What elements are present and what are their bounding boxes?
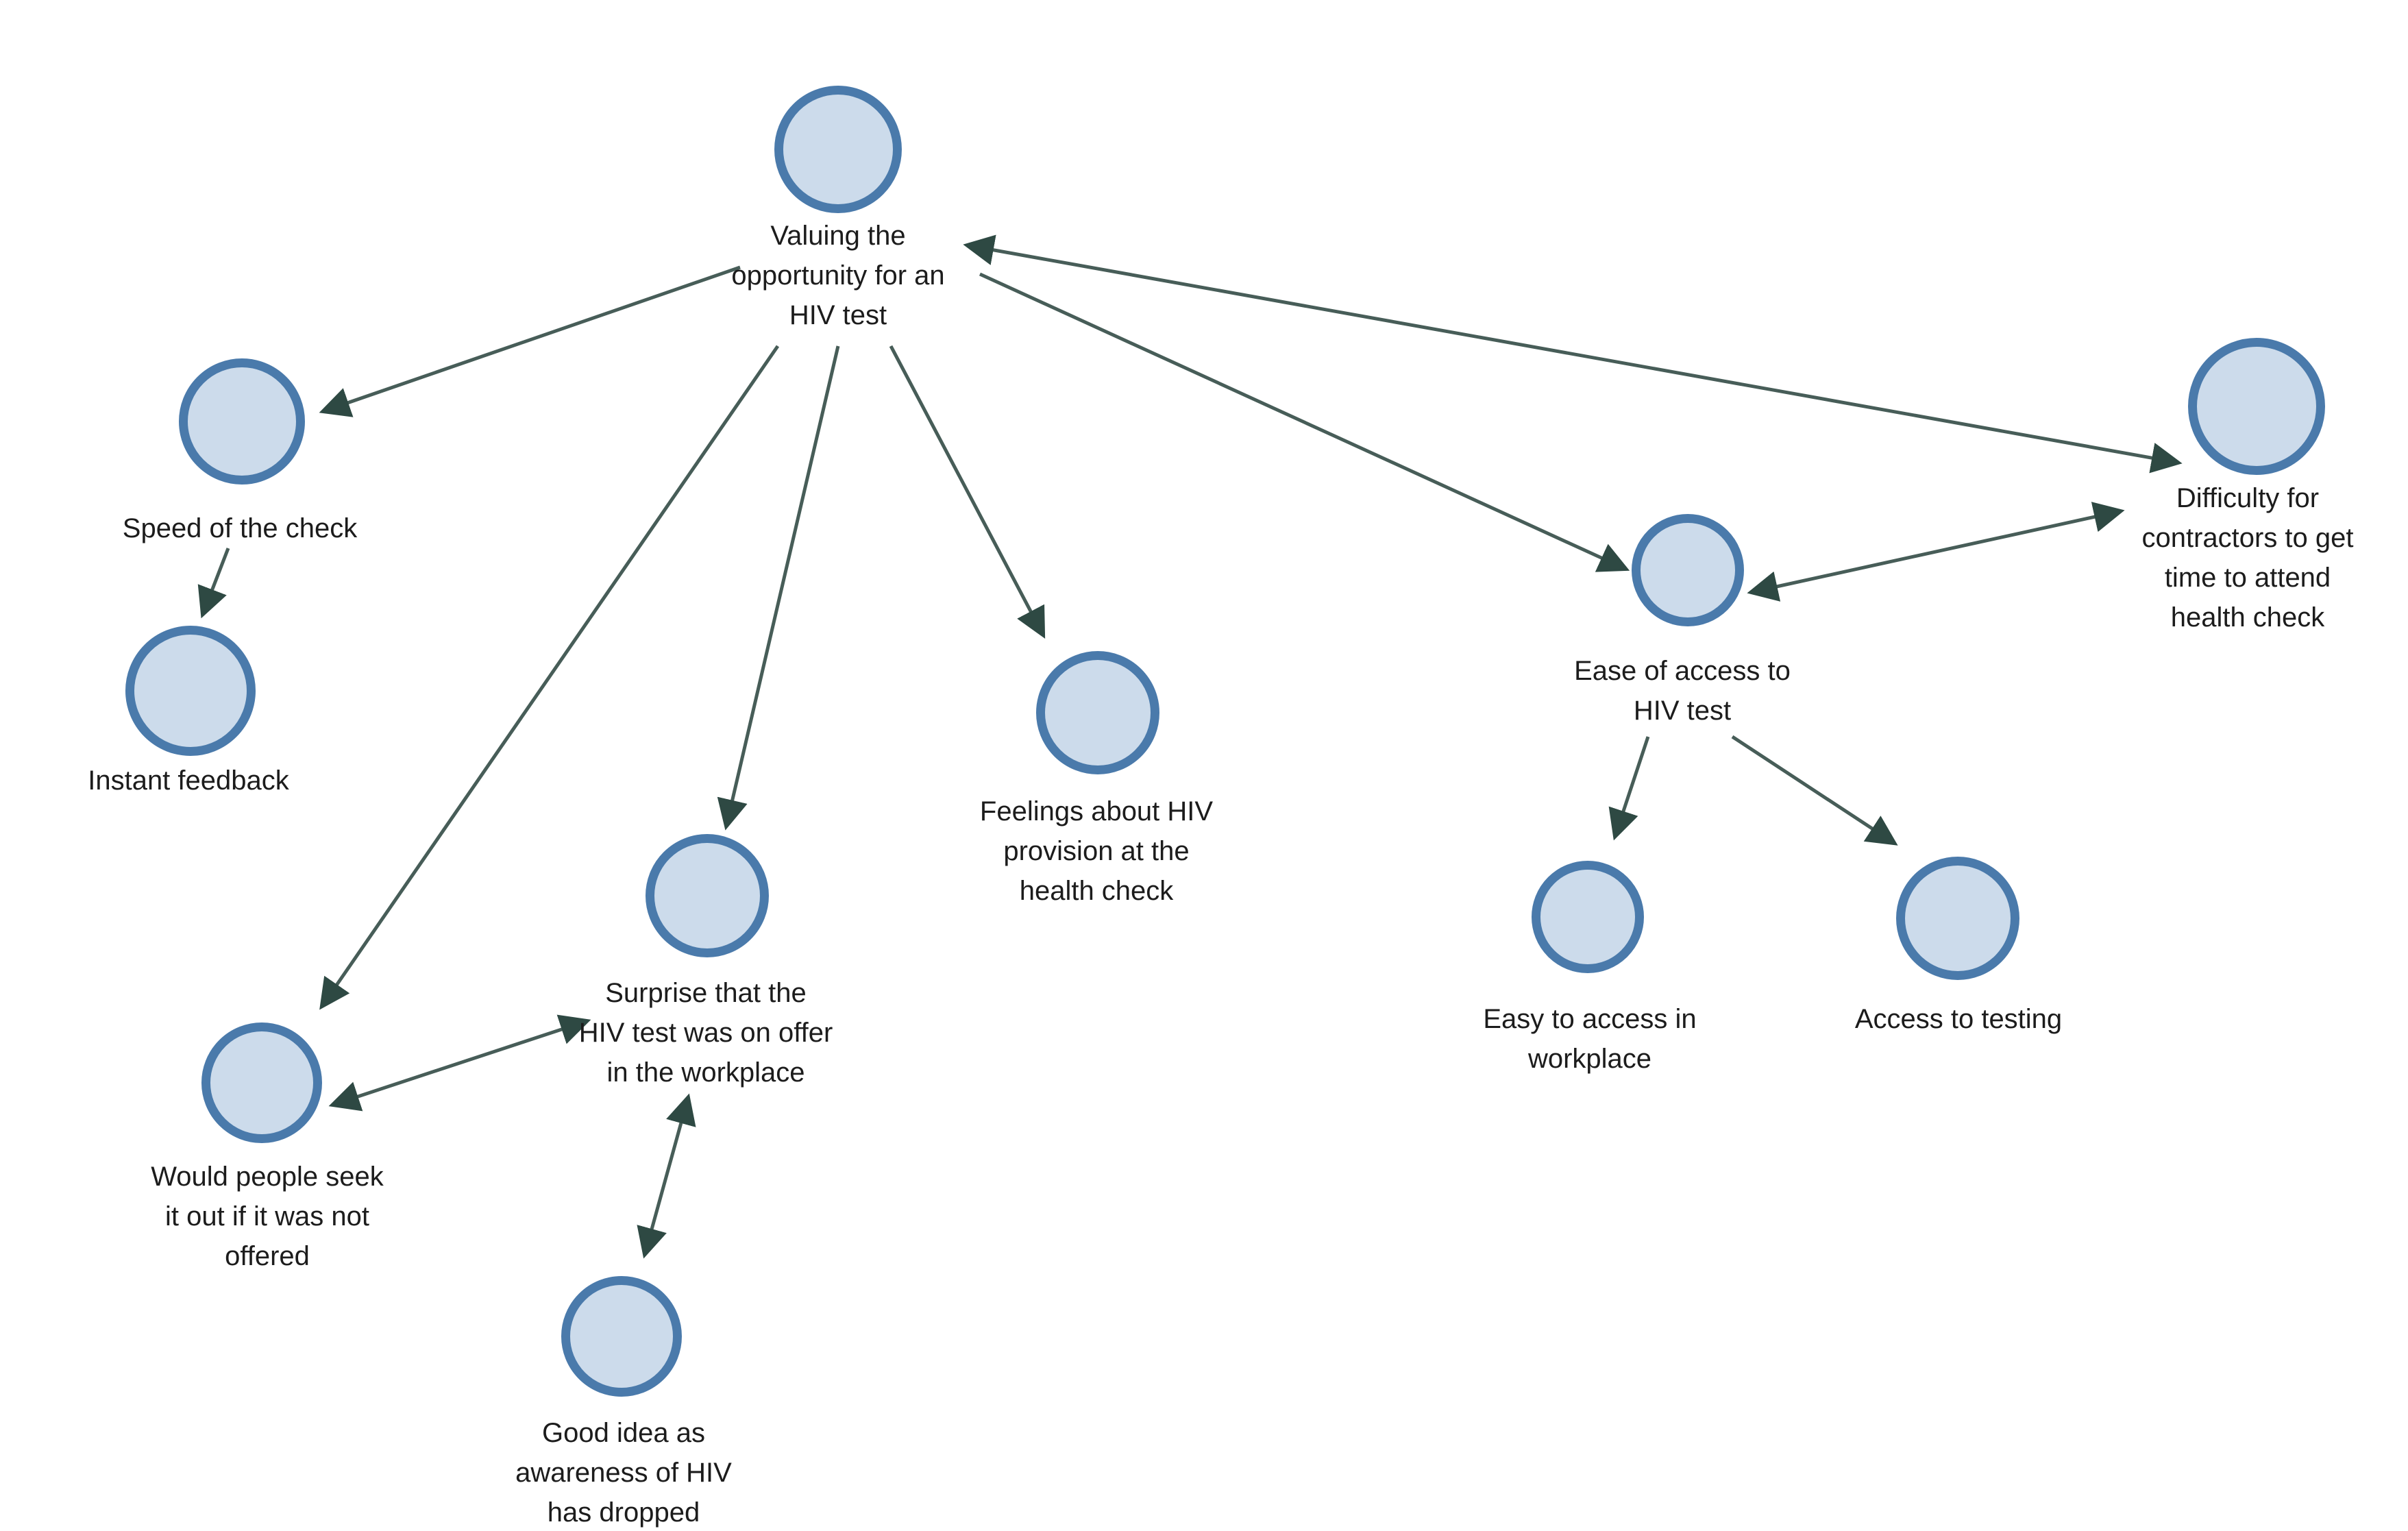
label-surprise: Surprise that the HIV test was on offer … [578,978,833,1088]
node-feelings[interactable] [1036,651,1159,774]
label-ease: Ease of access to HIV test [1574,656,1791,726]
edge-valuing-ease [979,272,1630,572]
edge-speed-instant [197,548,230,619]
label-feelings: Feelings about HIV provision at the heal… [979,796,1214,906]
edge-ease-easy-workplace [1608,736,1650,841]
edge-would-seek-surprise [328,1014,591,1112]
label-instant: Instant feedback [88,766,289,796]
label-valuing: Valuing the opportunity for an HIV test [731,221,945,330]
label-good-idea: Good idea as awareness of HIV has droppe… [515,1418,732,1528]
label-access-testing: Access to testing [1854,1004,2063,1034]
edge-ease-difficulty [1747,502,2125,602]
edge-ease-access-testing [1731,735,1898,846]
edge-valuing-feelings [889,345,1046,639]
edge-valuing-surprise [717,345,840,831]
label-speed: Speed of the check [122,513,358,543]
label-easy-workplace: Easy to access in workplace [1483,1004,1697,1074]
edge-surprise-good-idea [637,1093,696,1259]
label-difficulty: Difficulty for contractors to get time t… [2141,483,2354,633]
edge-valuing-would-seek [319,345,780,1010]
edge-valuing-difficulty [963,234,2183,474]
edge-valuing-speed [319,265,741,417]
label-would-seek: Would people seek it out if it was not o… [151,1162,384,1271]
